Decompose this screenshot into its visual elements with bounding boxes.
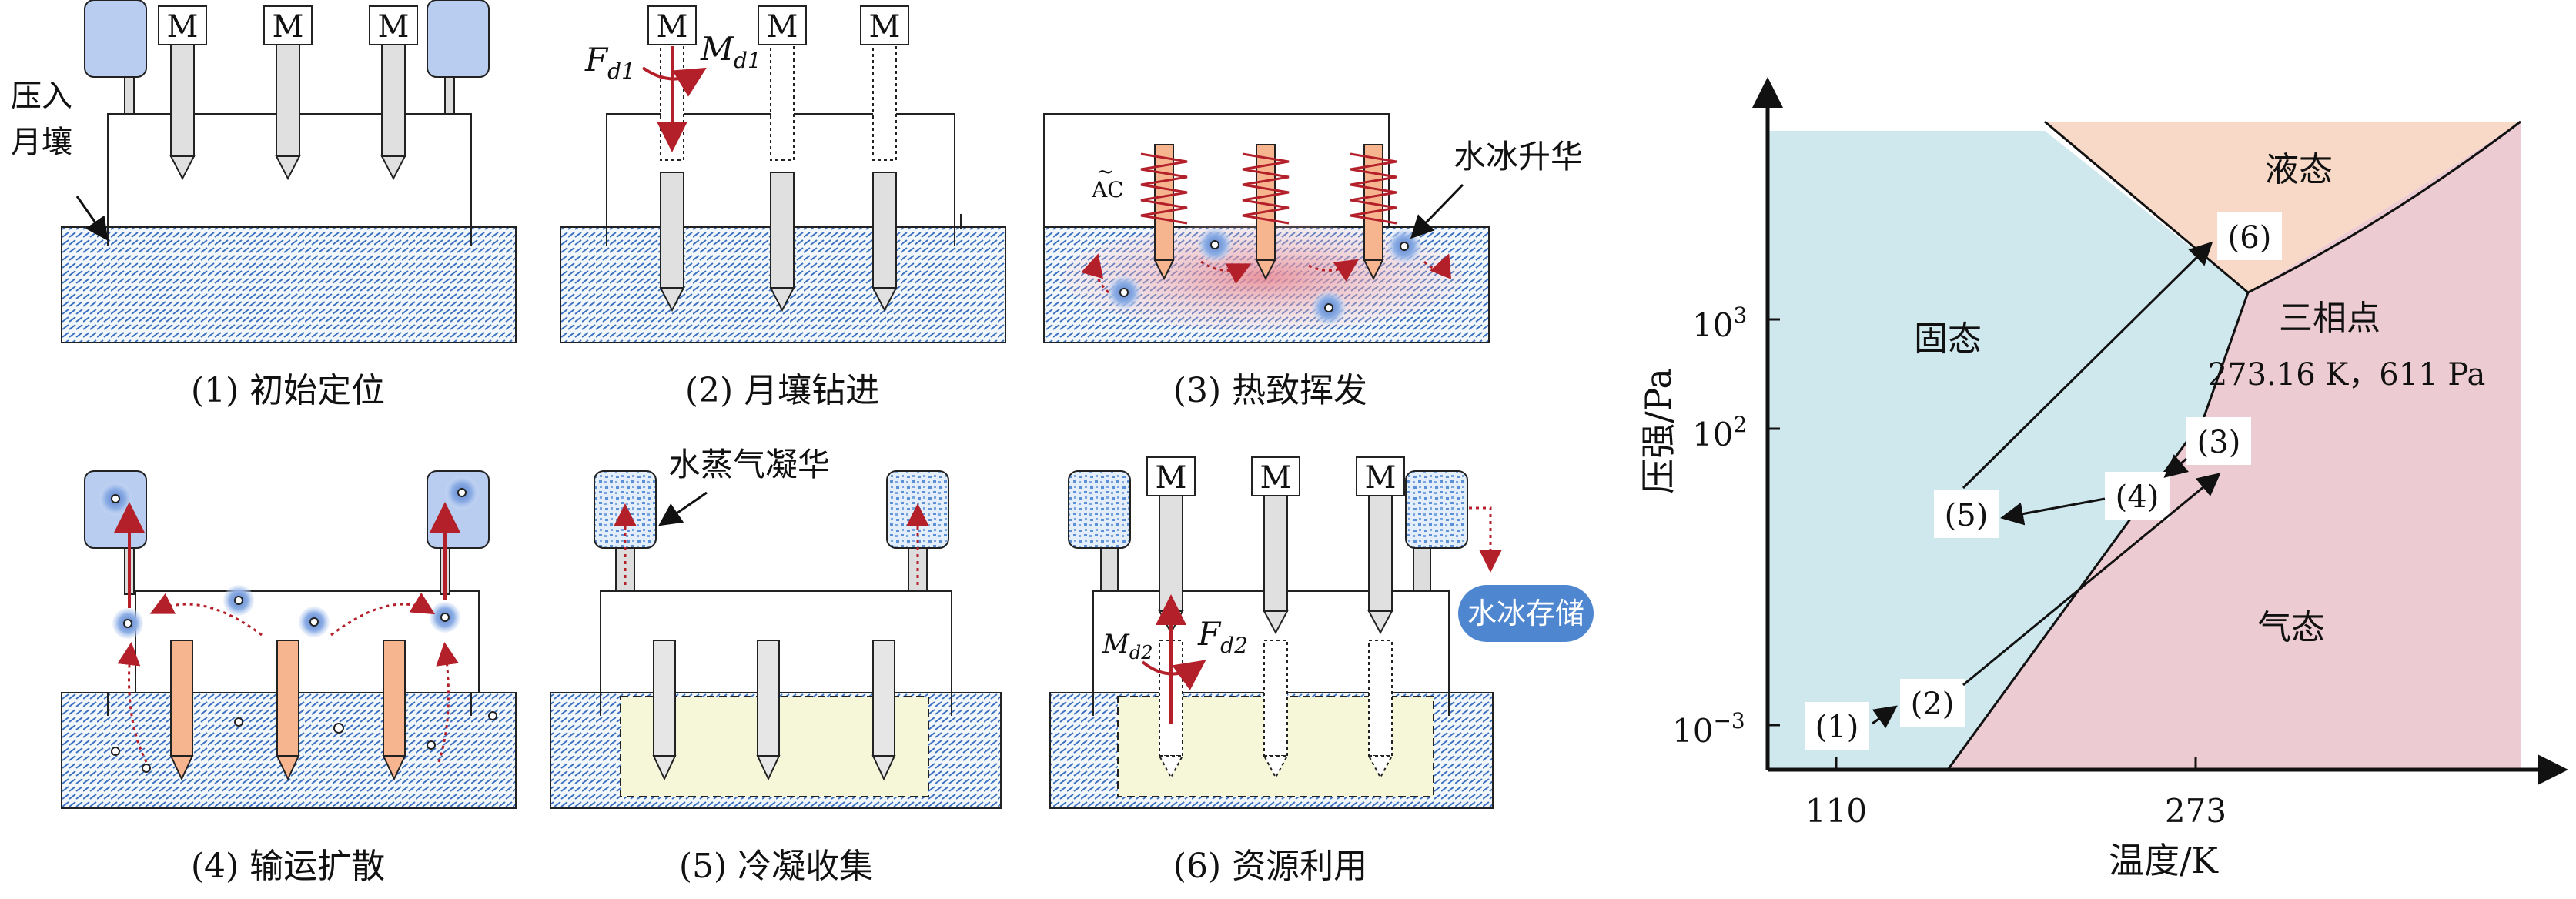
panel-caption: (1) 初始定位	[191, 371, 385, 410]
heater-probe	[169, 640, 194, 781]
cold-trap-right	[427, 0, 490, 115]
svg-text:(2): (2)	[1911, 687, 1955, 722]
probe	[652, 640, 677, 781]
vapor-deposition-label: 水蒸气凝华	[668, 446, 830, 483]
probe-drilling: M	[758, 5, 807, 312]
motor-label: M	[273, 9, 304, 45]
ice-particle	[1107, 276, 1141, 309]
step-marker: (6)	[2217, 212, 2282, 260]
svg-text:(6): (6)	[2228, 220, 2272, 256]
panel-4: (4) 输运扩散	[61, 470, 517, 886]
svg-text:M: M	[767, 9, 798, 45]
moment-arrow	[1141, 660, 1206, 690]
svg-text:(4): (4)	[2116, 480, 2159, 515]
svg-text:M: M	[657, 9, 688, 45]
svg-text:M: M	[1260, 460, 1292, 496]
ac-tilde: ~	[1096, 159, 1114, 184]
phase-diagram: 103 102 10−3 110 273 温度/K 压强/Pa 固态 液态 气态…	[1638, 77, 2568, 881]
press-in-label: 压入	[11, 79, 72, 114]
cold-trap-left	[84, 470, 147, 595]
heater-probe	[276, 640, 300, 781]
step-marker: (2)	[1900, 679, 1965, 727]
probe-drilling: M	[860, 5, 909, 312]
region-label-gas: 气态	[2257, 608, 2325, 647]
pointer-arrow	[658, 491, 708, 526]
heater-probe	[1140, 144, 1188, 281]
step-marker: (1)	[1805, 702, 1869, 750]
panel-6: M M M Md2 Fd2 水冰存储 (6) 资源利用	[1049, 456, 1594, 886]
cold-trap-right	[1405, 470, 1468, 592]
probe: M	[263, 5, 313, 181]
triple-point-title: 三相点	[2279, 299, 2380, 338]
pointer-arrow	[1410, 183, 1464, 239]
panel-caption: (4) 输运扩散	[191, 847, 385, 886]
panel-caption: (5) 冷凝收集	[679, 847, 873, 886]
panel-2: M M M Fd1 Md1 (2) 月壤钻进	[560, 5, 1006, 410]
panel-3: ~ AC 水冰升华 (3) 热致挥发	[1043, 113, 1583, 410]
step-marker: (3)	[2186, 417, 2251, 465]
probe: M	[369, 5, 418, 181]
step-marker: (4)	[2105, 472, 2170, 520]
svg-text:(3): (3)	[2197, 425, 2241, 460]
vapor-particle	[112, 608, 143, 639]
region-liquid	[2045, 122, 2521, 292]
cold-trap-left	[84, 0, 147, 115]
force-label: Fd2	[1197, 615, 1248, 658]
y-tick-label: 103	[1692, 302, 1747, 344]
heater-probe	[1242, 144, 1290, 281]
ac-label: AC	[1091, 177, 1124, 202]
cold-trap-left	[1068, 470, 1131, 592]
probe	[871, 640, 896, 781]
region-label-solid: 固态	[1914, 319, 1982, 359]
y-tick-label: 10−3	[1672, 708, 1745, 750]
probe	[756, 640, 781, 781]
svg-text:M: M	[1156, 460, 1187, 496]
x-tick-label: 273	[2165, 792, 2226, 830]
force-label: Fd1	[584, 41, 635, 84]
ice-sublimation-label: 水冰升华	[1454, 138, 1583, 175]
probe-retracting: M	[1356, 456, 1405, 780]
y-tick-label: 102	[1692, 412, 1747, 453]
storage-label: 水冰存储	[1467, 597, 1584, 630]
moment-label: Md2	[1102, 629, 1153, 663]
svg-text:(5): (5)	[1945, 498, 1989, 533]
step-marker: (5)	[1934, 490, 1999, 538]
vapor-particle	[223, 585, 254, 616]
cold-trap-right	[427, 470, 490, 595]
heater-probe	[382, 640, 406, 781]
vapor-particle	[299, 607, 330, 637]
panel-1: M M M 压入 月壤 (1) 初始定位	[11, 0, 517, 410]
motor-label: M	[378, 9, 410, 45]
regolith	[61, 226, 517, 343]
svg-text:M: M	[1365, 460, 1397, 496]
cold-trap-left	[594, 470, 657, 592]
panel-5: 水蒸气凝华 (5) 冷凝收集	[550, 446, 1002, 886]
probe-retracting: M	[1251, 456, 1300, 780]
probe: M	[158, 5, 207, 181]
heater-probe	[1350, 144, 1397, 281]
panel-caption: (6) 资源利用	[1173, 847, 1367, 886]
panel-caption: (3) 热致挥发	[1173, 371, 1367, 410]
press-in-label: 月壤	[11, 125, 72, 160]
x-axis-label: 温度/K	[2109, 840, 2219, 881]
region-label-liquid: 液态	[2265, 150, 2333, 189]
ice-particle	[1312, 291, 1346, 325]
vapor-particle	[430, 602, 460, 633]
moment-arrow	[641, 66, 707, 97]
moment-label: Md1	[700, 30, 761, 73]
cold-trap-right	[886, 470, 949, 592]
press-in-arrow	[75, 196, 109, 241]
triple-point-value: 273.16 K，611 Pa	[2208, 357, 2486, 393]
svg-text:M: M	[869, 9, 901, 45]
y-axis-label: 压强/Pa	[1638, 368, 1679, 494]
motor-label: M	[167, 9, 199, 45]
x-tick-label: 110	[1805, 792, 1867, 830]
panel-caption: (2) 月壤钻进	[685, 371, 879, 410]
ice-particle	[1198, 228, 1232, 262]
storage-tank	[1458, 585, 1594, 642]
region-solid	[1768, 131, 2248, 770]
svg-text:(1): (1)	[1815, 710, 1859, 745]
